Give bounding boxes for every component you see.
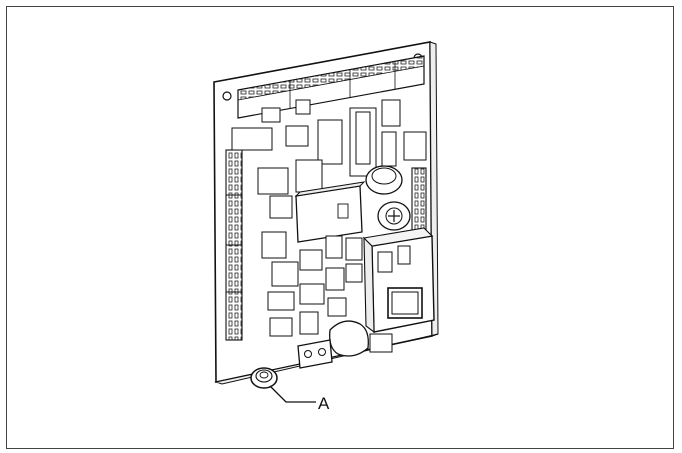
round-components <box>365 165 411 231</box>
callout-leader-line <box>269 385 316 403</box>
left-terminal-strip <box>225 149 243 341</box>
bottom-terminal <box>297 339 333 369</box>
mounting-hole <box>222 91 232 101</box>
transformer <box>362 227 435 334</box>
components-upper <box>231 99 401 219</box>
relay-block <box>294 181 366 243</box>
right-connector <box>403 131 427 233</box>
components-middle <box>261 231 363 337</box>
fuse-holder <box>250 367 278 389</box>
top-terminal-strip <box>237 55 425 119</box>
lower-coil <box>329 320 393 357</box>
